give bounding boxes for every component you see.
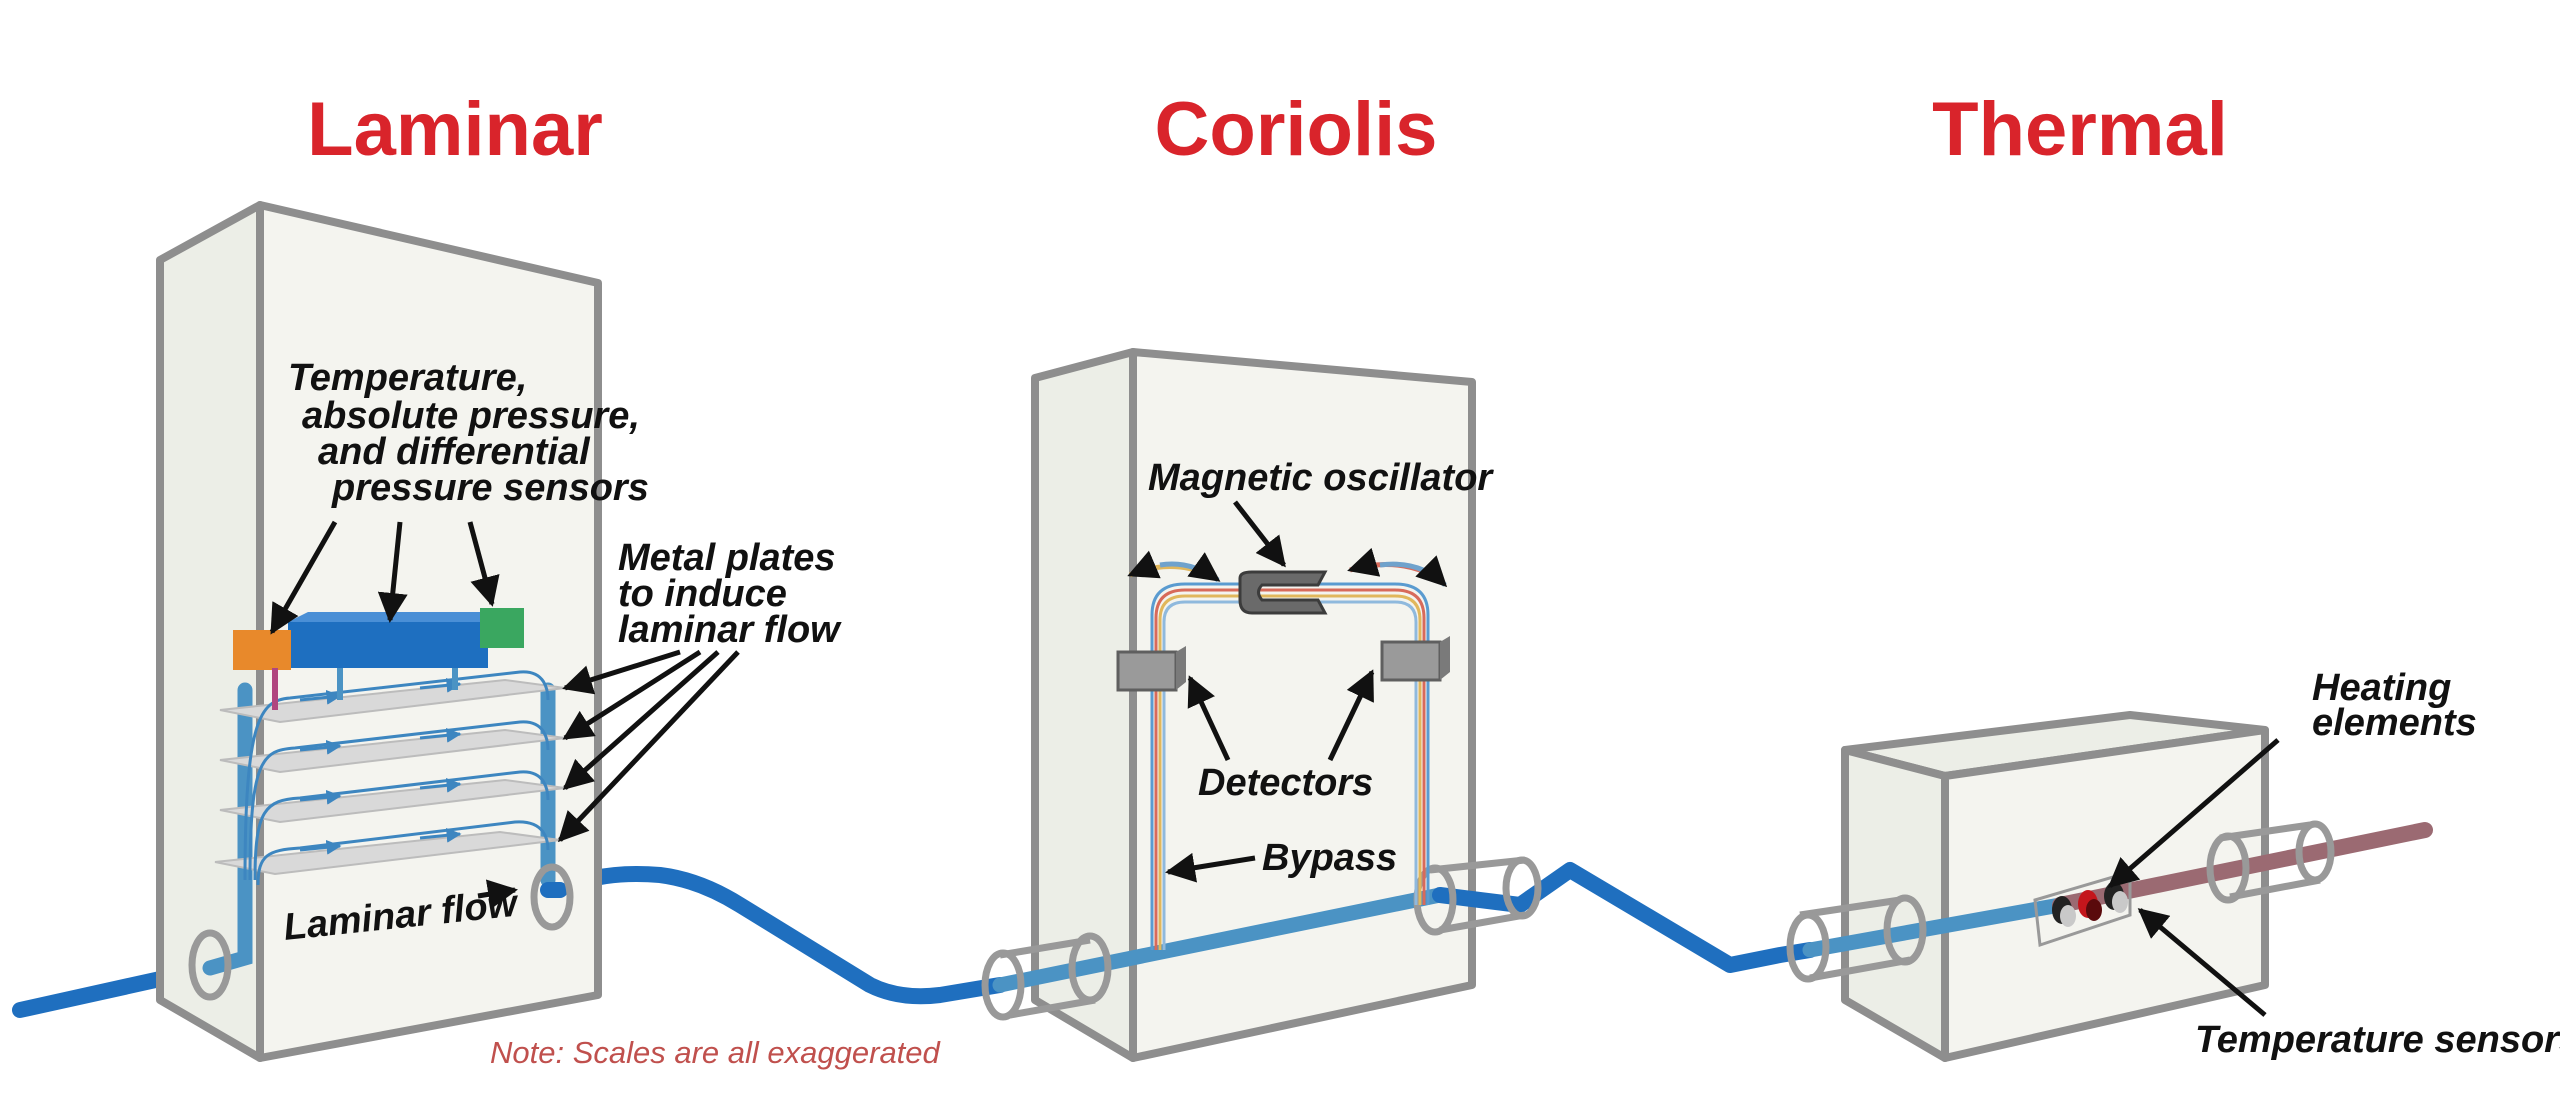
- thermal-outlet-ring: [2295, 820, 2335, 884]
- scale-note: Note: Scales are all exaggerated: [490, 1035, 942, 1070]
- temperature-sensor-arrow: [2137, 908, 2267, 1017]
- laminar-outlet-ring: [530, 863, 574, 931]
- laminar-inlet-ring: [188, 929, 232, 1001]
- sensor-arrow: [377, 521, 408, 623]
- sensors-label: Temperature, absolute pressure, and diff…: [288, 357, 650, 509]
- title-laminar: Laminar: [307, 87, 603, 172]
- temperature-sensors-label: Temperature sensors: [2195, 1019, 2560, 1061]
- bypass-arrow: [1165, 852, 1256, 883]
- pressure-sensor-bar: [288, 622, 488, 668]
- pressure-sensor-bar-top: [288, 612, 500, 622]
- laminar-meter: Temperature, absolute pressure, and diff…: [156, 201, 846, 1062]
- title-thermal: Thermal: [1932, 87, 2228, 172]
- sensor-arrow: [467, 521, 500, 607]
- detector-right: [1380, 636, 1450, 682]
- plate-arrow: [557, 650, 740, 843]
- detector-arrow: [1327, 669, 1375, 762]
- detector-left: [1116, 646, 1186, 692]
- differential-sensor-block: [480, 608, 524, 648]
- metal-plates-label: Metal plates to induce laminar flow: [618, 537, 846, 651]
- laminar-flow-arrow: [477, 879, 518, 910]
- magnetic-oscillator-label: Magnetic oscillator: [1148, 457, 1494, 499]
- oscillator-arrow: [1233, 500, 1286, 568]
- heating-elements-label: Heating elements: [2312, 667, 2477, 744]
- thermal-sensor-window: [2033, 869, 2132, 948]
- laminar-flow-lines: [243, 670, 550, 886]
- coriolis-outlet-tube: [1429, 856, 1526, 934]
- thermal-meter: Heating elements Temperature sensors: [1786, 667, 2560, 1062]
- oscillation-arrow: [1159, 552, 1221, 583]
- coriolis-inlet-ring: [981, 949, 1025, 1021]
- coriolis-box-side: [1031, 348, 1137, 1062]
- coriolis-box-front: [1129, 348, 1476, 1062]
- title-coriolis: Coriolis: [1155, 87, 1438, 172]
- plate-arrow: [562, 649, 681, 695]
- oscillation-arrow: [1379, 555, 1448, 588]
- thermal-outlet-ring: [2206, 832, 2250, 904]
- temperature-sensor-block: [233, 630, 291, 670]
- thermal-inlet-tube: [1799, 896, 1911, 982]
- temperature-sensor-right: [2104, 882, 2128, 913]
- detector-arrow: [1187, 675, 1231, 762]
- plate-arrow: [562, 649, 702, 741]
- coriolis-outlet-ring: [1502, 856, 1542, 920]
- thermal-inlet-ring: [1786, 911, 1830, 983]
- detectors-label: Detectors: [1198, 762, 1373, 804]
- bypass-label: Bypass: [1262, 837, 1397, 879]
- coriolis-meter: Magnetic oscillator Detectors Bypass: [981, 348, 1542, 1062]
- coriolis-inlet-ring: [1068, 932, 1112, 1004]
- thermal-inlet-ring: [1883, 894, 1927, 966]
- thermal-inner-pipe: [1802, 897, 2068, 958]
- sensor-arrow: [269, 520, 338, 635]
- temperature-sensor-left: [2052, 896, 2076, 927]
- plate-arrow: [562, 650, 720, 790]
- heating-element: [2078, 890, 2102, 921]
- heating-arrow: [2107, 738, 2280, 888]
- magnetic-oscillator: [1238, 570, 1328, 615]
